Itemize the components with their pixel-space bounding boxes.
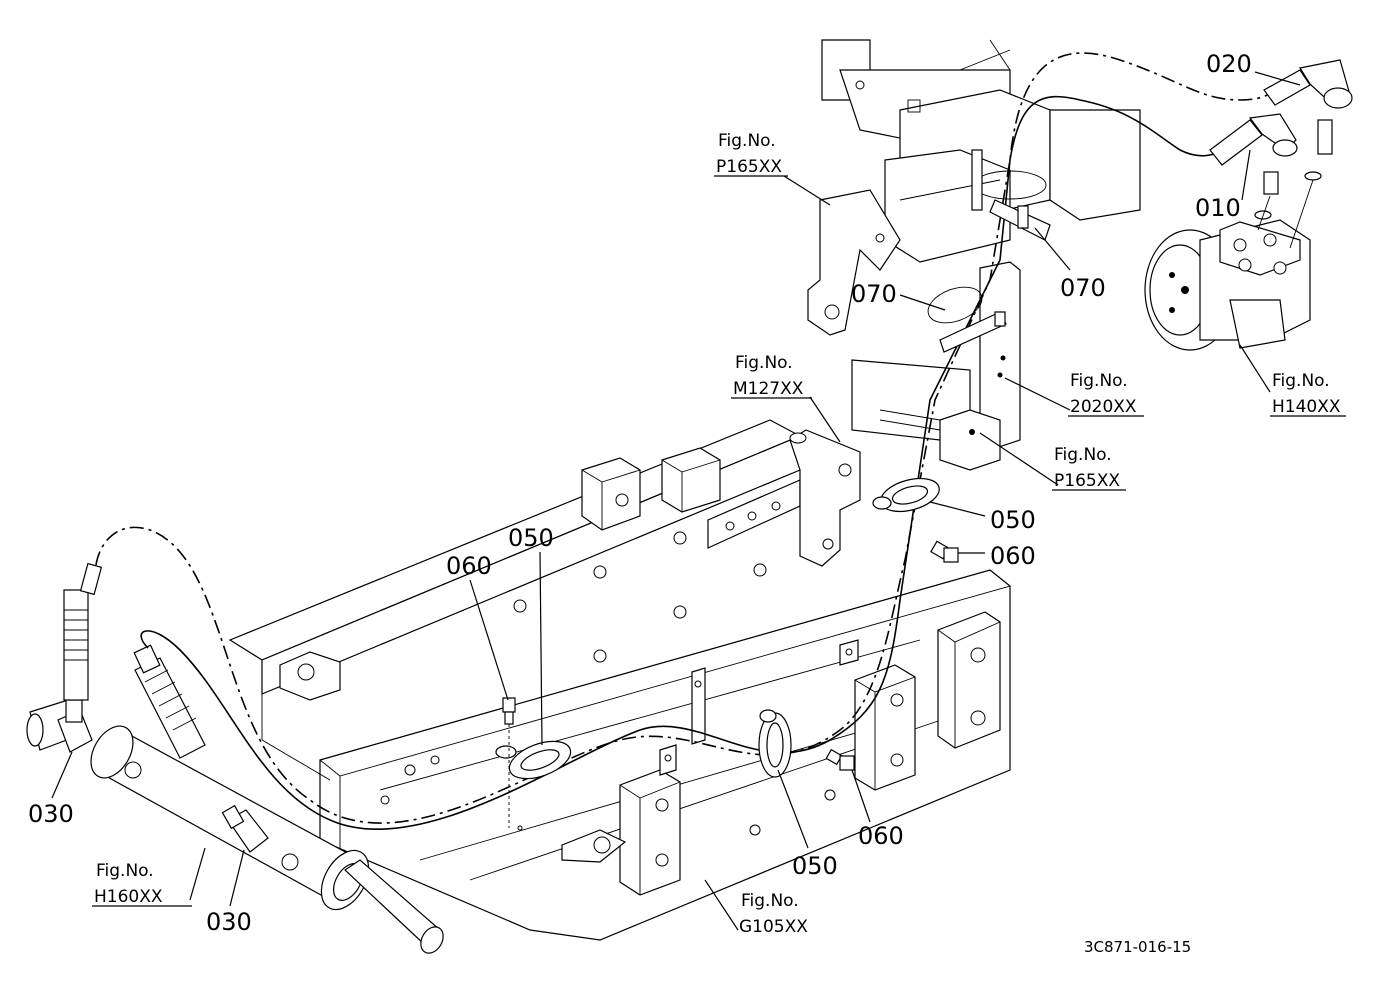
drawing-code: 3C871-016-15 — [1084, 938, 1191, 956]
figure-references: Fig.No. P165XX Fig.No. M127XX Fig.No. 20… — [92, 131, 1346, 937]
callout-030-bottom: 030 — [206, 908, 252, 936]
svg-text:H160XX: H160XX — [94, 887, 163, 907]
svg-text:Fig.No.: Fig.No. — [96, 861, 154, 881]
callout-labels: 020 010 070 070 050 060 050 060 060 050 … — [28, 50, 1252, 936]
figref-g105: Fig.No. G105XX — [739, 891, 808, 937]
figref-p165-top: Fig.No. P165XX — [714, 131, 788, 177]
pump-h140 — [1144, 219, 1311, 351]
svg-text:G105XX: G105XX — [739, 917, 808, 937]
figref-p165-mid: Fig.No. P165XX — [1052, 445, 1126, 491]
callout-050-bottom: 050 — [792, 852, 838, 880]
bracket-m127 — [707, 429, 861, 567]
callout-060-right: 060 — [990, 542, 1036, 570]
figref-h160: Fig.No. H160XX — [92, 861, 192, 907]
main-frame — [228, 419, 1011, 941]
svg-text:Fig.No.: Fig.No. — [1054, 445, 1112, 465]
elbow-fitting-030-right — [221, 804, 269, 853]
bolt-060-right-top — [930, 540, 959, 563]
figref-2020: Fig.No. 2020XX — [1068, 371, 1144, 417]
callout-060-left: 060 — [446, 552, 492, 580]
callout-060-bottom: 060 — [858, 822, 904, 850]
svg-text:P165XX: P165XX — [1054, 471, 1120, 491]
svg-text:Fig.No.: Fig.No. — [1272, 371, 1330, 391]
callout-070-left: 070 — [851, 280, 897, 308]
callout-050-right: 050 — [990, 506, 1036, 534]
clamp-050-right — [872, 477, 940, 513]
callout-070-right: 070 — [1060, 274, 1106, 302]
svg-text:Fig.No.: Fig.No. — [735, 353, 793, 373]
clamp-050-middle — [758, 709, 792, 778]
leader-lines — [51, 71, 1301, 931]
callout-010: 010 — [1195, 194, 1241, 222]
figref-m127: Fig.No. M127XX — [731, 353, 812, 399]
pump-fittings — [1254, 119, 1333, 249]
callout-030-left: 030 — [28, 800, 74, 828]
svg-text:H140XX: H140XX — [1272, 397, 1341, 417]
clamp-050-left — [495, 740, 572, 780]
svg-text:P165XX: P165XX — [716, 157, 782, 177]
bolt-060-left — [502, 697, 516, 828]
hose-connector-010 — [1209, 113, 1298, 166]
figref-h140: Fig.No. H140XX — [1270, 371, 1346, 417]
svg-text:2020XX: 2020XX — [1070, 397, 1137, 417]
cable-tie-070-upper — [971, 149, 1051, 241]
callout-020: 020 — [1206, 50, 1252, 78]
svg-text:Fig.No.: Fig.No. — [718, 131, 776, 151]
svg-text:M127XX: M127XX — [733, 379, 804, 399]
callout-050-left: 050 — [508, 524, 554, 552]
bolt-060-right-bottom — [825, 748, 855, 771]
hose-connector-020 — [1263, 59, 1353, 109]
hose-end-right — [133, 644, 206, 759]
cable-tie-070-lower — [927, 286, 1007, 353]
hose-end-left — [63, 562, 103, 701]
svg-text:Fig.No.: Fig.No. — [1070, 371, 1128, 391]
svg-text:Fig.No.: Fig.No. — [741, 891, 799, 911]
